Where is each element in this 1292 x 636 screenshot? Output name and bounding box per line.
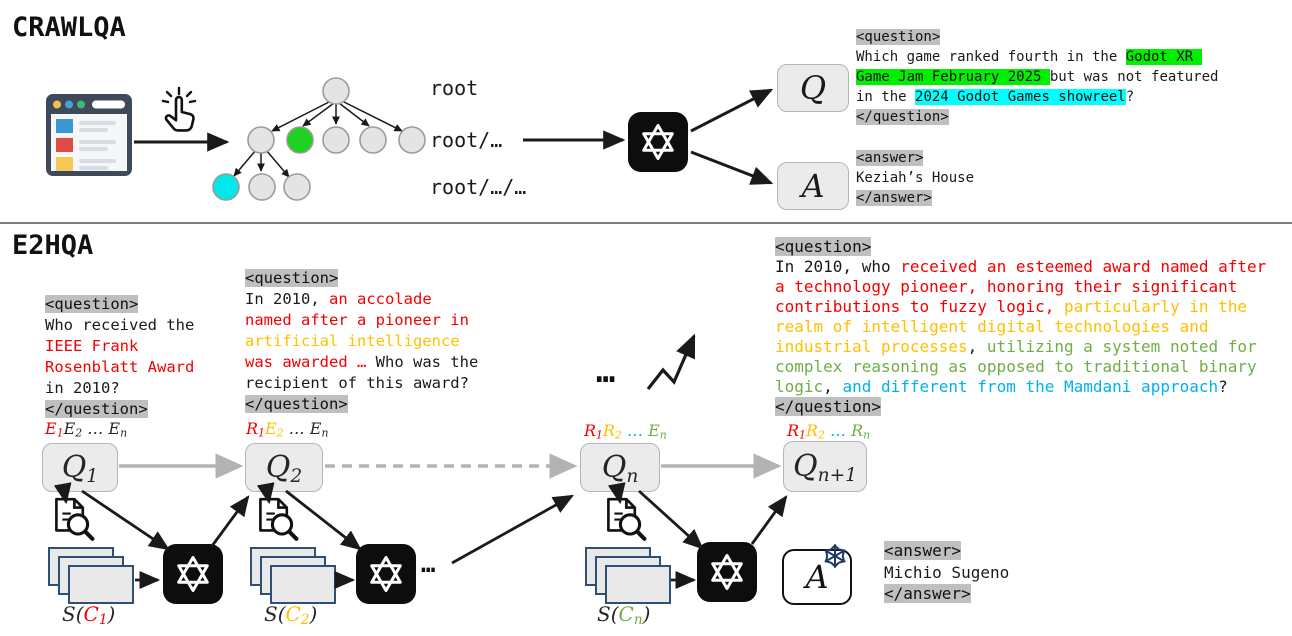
text-line: Game Jam February 2025 but was not featu… <box>856 69 1219 85</box>
tree-label-root-2: root/…/… <box>430 175 527 199</box>
text-line: named after a pioneer in <box>245 311 469 329</box>
doc-search-icon <box>608 499 644 539</box>
text-line: </question> <box>245 395 348 413</box>
text-line: </question> <box>775 397 881 416</box>
mid-ellipsis: … <box>596 352 616 390</box>
trend-arrow-icon <box>646 333 696 390</box>
crawlqa-question-text: <question> Which game ranked fourth in th… <box>856 27 1218 127</box>
entity-label-qn1: R1R2 … Rn <box>787 421 871 442</box>
text-line: <question> <box>775 237 872 256</box>
text-line: IEEE Frank <box>45 337 139 355</box>
text-line: Michio Sugeno <box>884 562 1010 582</box>
crawl-tree <box>212 77 426 201</box>
context-card <box>605 565 671 604</box>
context-card <box>270 565 336 604</box>
tree-node <box>247 126 275 154</box>
final-answer-box: A <box>782 549 852 605</box>
text-line: realm of intelligent digital technologie… <box>775 317 1209 336</box>
openai-logo <box>354 542 418 606</box>
openai-logo <box>695 540 759 604</box>
entity-label-qn: R1R2 … En <box>584 421 667 442</box>
text-line: in the 2024 Godot Games showreel? <box>856 89 1135 105</box>
browser-icon <box>46 94 132 176</box>
text-line: In 2010, who received an esteemed award … <box>775 257 1267 276</box>
crawlqa-answer-text: <answer> Keziah’s House </answer> <box>856 148 974 208</box>
doc-search-icon <box>56 499 92 539</box>
tree-node <box>359 126 387 154</box>
stack-label-cn: S(Cn) <box>597 602 651 628</box>
tree-node <box>283 173 311 201</box>
text-line: complex reasoning as opposed to traditio… <box>775 357 1257 376</box>
e2hqa-questionN1-text: <question>In 2010, who received an estee… <box>775 237 1266 417</box>
text-line: In 2010, an accolade <box>245 290 432 308</box>
tree-node <box>248 173 276 201</box>
text-line: Who received the <box>45 316 195 334</box>
tree-node <box>398 126 426 154</box>
text-line: recipient of this award? <box>245 374 469 392</box>
doc-search-icon <box>260 499 296 539</box>
e2hqa-question2-text: <question> In 2010, an accolade named afte… <box>245 268 478 415</box>
text-line: </question> <box>856 109 949 125</box>
text-line: contributions to fuzzy logic, particular… <box>775 297 1248 316</box>
text-line: <question> <box>856 29 941 45</box>
tree-node <box>322 126 350 154</box>
text-line: in 2010? <box>45 379 120 397</box>
text-line: <answer> <box>884 541 962 560</box>
answer-box: A <box>777 162 849 210</box>
question-box: Q <box>777 64 849 112</box>
stack-label-c1: S(C1) <box>62 602 116 628</box>
e2hqa-title: E2HQA <box>12 230 94 261</box>
section-divider <box>0 222 1292 224</box>
text-line: </answer> <box>884 584 971 603</box>
tree-label-root-1: root/… <box>430 128 503 152</box>
text-line: <question> <box>245 269 339 287</box>
text-line: Which game ranked fourth in the Godot XR <box>856 49 1202 65</box>
text-line: <answer> <box>856 150 924 166</box>
entity-label-q1: E1E2 … En <box>45 419 128 440</box>
qn-box: Qn <box>580 443 660 492</box>
text-line: Keziah’s House <box>856 170 975 186</box>
text-line: industrial processes, utilizing a system… <box>775 337 1257 356</box>
openai-logo <box>626 110 690 174</box>
click-cursor-icon <box>161 86 197 132</box>
q1-box: Q1 <box>42 443 118 492</box>
text-line: logic, and different from the Mamdani ap… <box>775 377 1228 396</box>
text-line: a technology pioneer, honoring their sig… <box>775 277 1238 296</box>
openai-logo <box>161 542 225 606</box>
tree-label-root: root <box>430 76 479 100</box>
tree-node-green <box>286 126 314 154</box>
text-line: </answer> <box>856 190 932 206</box>
stack-label-c2: S(C2) <box>264 602 318 628</box>
tree-node-root <box>322 77 350 105</box>
text-line: Rosenblatt Award <box>45 358 195 376</box>
q2-box: Q2 <box>245 443 323 492</box>
text-line: </question> <box>45 400 148 418</box>
e2hqa-answer-text: <answer> Michio Sugeno </answer> <box>884 540 1009 605</box>
text-line: artificial intelligence <box>245 332 460 350</box>
chain-ellipsis: … <box>421 550 436 578</box>
tree-node-cyan <box>212 173 240 201</box>
context-card <box>68 565 134 604</box>
qn1-box: Qn+1 <box>783 441 867 492</box>
crawlqa-title: CRAWLQA <box>12 12 126 43</box>
entity-label-q2: R1E2 … En <box>246 419 329 440</box>
text-line: <question> <box>45 295 139 313</box>
text-line: was awarded … Who was the <box>245 353 479 371</box>
